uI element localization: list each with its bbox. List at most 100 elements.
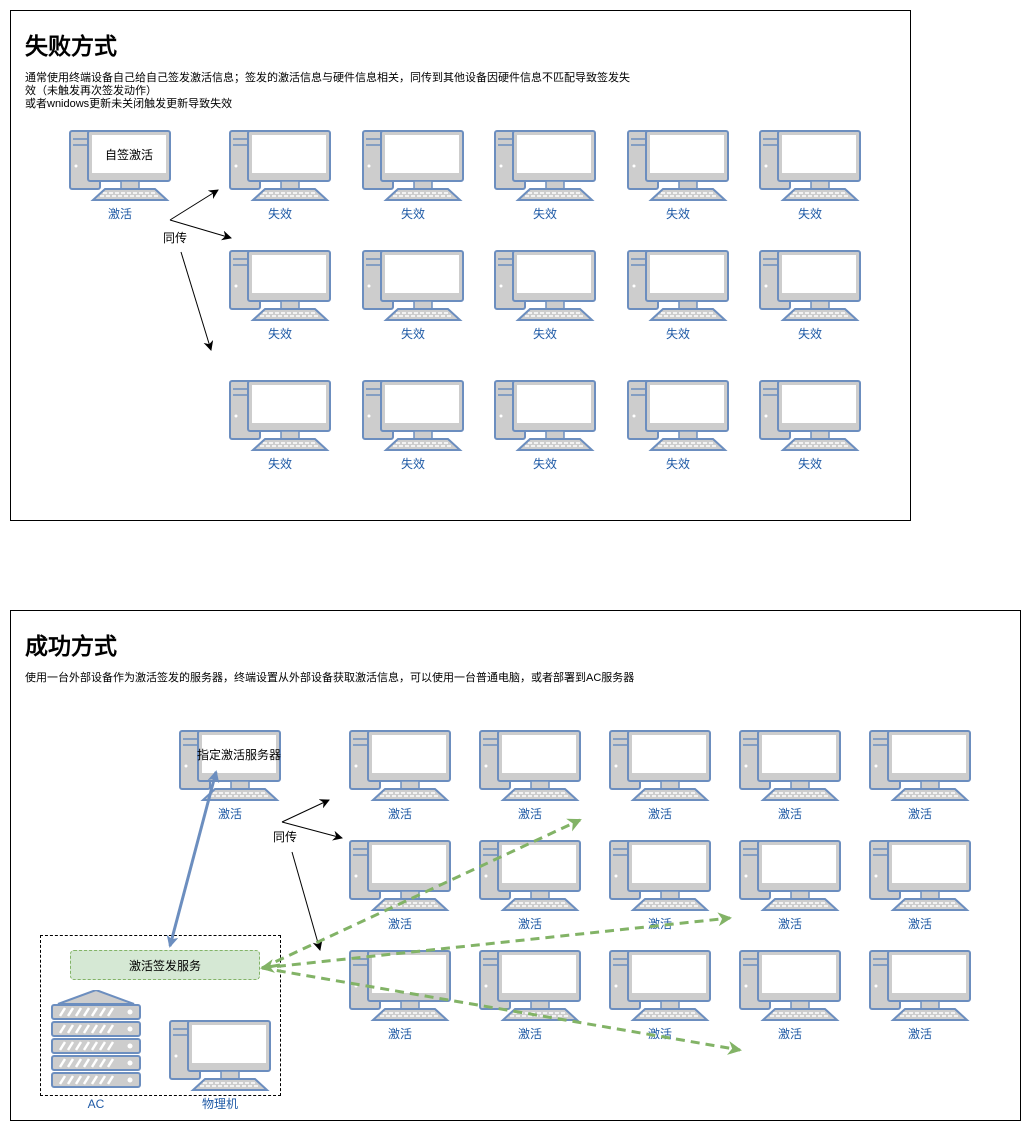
activated-computer-r1-c5[interactable]: 激活 <box>869 730 971 821</box>
desktop-computer-icon <box>869 840 971 911</box>
desktop-computer-icon <box>494 130 596 201</box>
failed-computer-r3-c4[interactable]: 失效 <box>627 380 729 471</box>
desktop-computer-icon <box>609 840 711 911</box>
desktop-computer-icon <box>479 950 581 1021</box>
desktop-computer-icon <box>362 250 464 321</box>
activated-computer-r3-c5[interactable]: 激活 <box>869 950 971 1041</box>
desktop-computer-icon <box>609 950 711 1021</box>
desktop-computer-icon <box>869 950 971 1021</box>
desktop-computer-icon <box>759 250 861 321</box>
failed-computer-r2-c1[interactable]: 失效 <box>229 250 331 341</box>
failed-computer-r2-c2[interactable]: 失效 <box>362 250 464 341</box>
computer-label: 失效 <box>665 327 690 341</box>
activation-server-computer[interactable]: 指定激活服务器激活 <box>179 730 282 821</box>
computer-label: 失效 <box>400 207 425 221</box>
computer-label: 激活 <box>517 807 542 821</box>
desktop-computer-icon <box>627 380 729 451</box>
desktop-computer-icon <box>69 130 171 201</box>
activated-computer-r1-c4[interactable]: 激活 <box>739 730 841 821</box>
computer-label: 激活 <box>777 917 802 931</box>
computer-label: 失效 <box>797 327 822 341</box>
computer-label: 物理机 <box>201 1097 238 1111</box>
activated-computer-r2-c4[interactable]: 激活 <box>739 840 841 931</box>
computer-label: 激活 <box>647 1027 672 1041</box>
activation-service-box[interactable]: 激活签发服务 <box>70 950 260 980</box>
failed-computer-r2-c3[interactable]: 失效 <box>494 250 596 341</box>
activated-computer-r2-c1[interactable]: 激活 <box>349 840 451 931</box>
fail-sync-label: 同传 <box>163 231 188 245</box>
failed-computer-r3-c2[interactable]: 失效 <box>362 380 464 471</box>
ac-label: AC <box>87 1097 105 1111</box>
activated-computer-r3-c1[interactable]: 激活 <box>349 950 451 1041</box>
desktop-computer-icon <box>229 380 331 451</box>
desktop-computer-icon <box>869 730 971 801</box>
failed-computer-r2-c4[interactable]: 失效 <box>627 250 729 341</box>
success-description: 使用一台外部设备作为激活签发的服务器，终端设置从外部设备获取激活信息，可以使用一… <box>25 672 635 684</box>
computer-label: 激活 <box>107 207 132 221</box>
desktop-computer-icon <box>362 130 464 201</box>
activated-computer-r1-c2[interactable]: 激活 <box>479 730 581 821</box>
computer-label: 激活 <box>647 807 672 821</box>
screen-text: 指定激活服务器 <box>197 747 282 762</box>
computer-label: 失效 <box>267 207 292 221</box>
activated-computer-r2-c2[interactable]: 激活 <box>479 840 581 931</box>
activated-computer-r2-c5[interactable]: 激活 <box>869 840 971 931</box>
activated-computer-r3-c4[interactable]: 激活 <box>739 950 841 1041</box>
desktop-computer-icon <box>609 730 711 801</box>
computer-label: 激活 <box>517 1027 542 1041</box>
desktop-computer-icon <box>479 730 581 801</box>
desktop-computer-icon <box>739 730 841 801</box>
computer-label: 失效 <box>665 457 690 471</box>
computer-label: 失效 <box>532 457 557 471</box>
desktop-computer-icon <box>169 1020 271 1091</box>
activated-computer-r1-c3[interactable]: 激活 <box>609 730 711 821</box>
desktop-computer-icon <box>739 840 841 911</box>
computer-label: 激活 <box>217 807 242 821</box>
failed-computer-r1-c3[interactable]: 失效 <box>494 130 596 221</box>
failed-computer-r1-c2[interactable]: 失效 <box>362 130 464 221</box>
desktop-computer-icon <box>494 250 596 321</box>
failed-computer-r3-c3[interactable]: 失效 <box>494 380 596 471</box>
desktop-computer-icon <box>627 250 729 321</box>
failed-computer-r3-c5[interactable]: 失效 <box>759 380 861 471</box>
desktop-computer-icon <box>229 130 331 201</box>
computer-label: 激活 <box>777 807 802 821</box>
desktop-computer-icon <box>739 950 841 1021</box>
activated-computer-r2-c3[interactable]: 激活 <box>609 840 711 931</box>
desktop-computer-icon <box>179 730 281 801</box>
desktop-computer-icon <box>494 380 596 451</box>
success-title: 成功方式 <box>25 633 117 659</box>
failed-computer-r1-c5[interactable]: 失效 <box>759 130 861 221</box>
computer-label: 失效 <box>797 457 822 471</box>
activated-computer-r3-c3[interactable]: 激活 <box>609 950 711 1041</box>
computer-label: 失效 <box>400 327 425 341</box>
desktop-computer-icon <box>759 380 861 451</box>
computer-label: 激活 <box>907 807 932 821</box>
computer-label: 失效 <box>797 207 822 221</box>
computer-label: 失效 <box>665 207 690 221</box>
activated-computer-r3-c2[interactable]: 激活 <box>479 950 581 1041</box>
desktop-computer-icon <box>627 130 729 201</box>
failed-computer-r1-c1[interactable]: 失效 <box>229 130 331 221</box>
screen-text: 自签激活 <box>104 147 153 162</box>
computer-label: 失效 <box>532 327 557 341</box>
desktop-computer-icon <box>349 840 451 911</box>
failed-computer-r1-c4[interactable]: 失效 <box>627 130 729 221</box>
fail-description: 通常使用终端设备自己给自己签发激活信息；签发的激活信息与硬件信息相关，同传到其他… <box>25 72 630 110</box>
computer-label: 激活 <box>387 807 412 821</box>
computer-label: 激活 <box>907 1027 932 1041</box>
computer-label: 激活 <box>517 917 542 931</box>
server-rack-icon[interactable] <box>50 988 142 1092</box>
failed-computer-r3-c1[interactable]: 失效 <box>229 380 331 471</box>
success-sync-label: 同传 <box>273 830 298 844</box>
computer-label: 激活 <box>647 917 672 931</box>
computer-label: 激活 <box>387 917 412 931</box>
desktop-computer-icon <box>362 380 464 451</box>
self-sign-computer[interactable]: 自签激活激活 <box>69 130 171 221</box>
activated-computer-r1-c1[interactable]: 激活 <box>349 730 451 821</box>
desktop-computer-icon <box>349 950 451 1021</box>
desktop-computer-icon <box>479 840 581 911</box>
physical-machine-computer[interactable]: 物理机 <box>169 1020 271 1111</box>
desktop-computer-icon <box>229 250 331 321</box>
failed-computer-r2-c5[interactable]: 失效 <box>759 250 861 341</box>
